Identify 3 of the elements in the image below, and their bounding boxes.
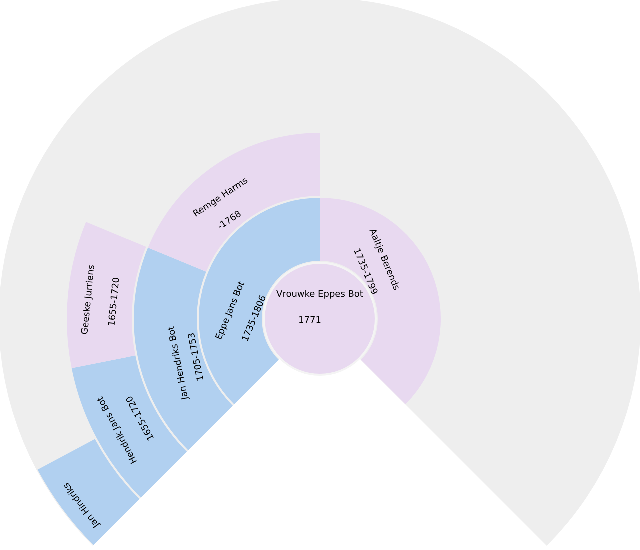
life-dates: 1771 bbox=[298, 316, 322, 326]
person-name: Geeske Jurriens bbox=[80, 264, 98, 336]
life-dates: 1655-1720 bbox=[108, 277, 122, 327]
